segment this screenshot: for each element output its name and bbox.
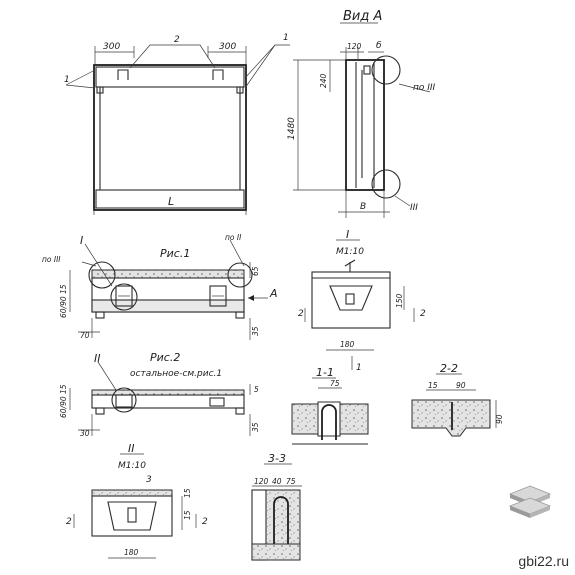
dim-240: 240 bbox=[319, 73, 328, 88]
dim-120b: 120 bbox=[254, 477, 269, 486]
front-view: 300 300 2 1 1 L bbox=[64, 33, 290, 215]
dim-5: 5 bbox=[254, 385, 259, 394]
dim-150: 150 bbox=[395, 293, 404, 308]
dim-60-90-15: 60/90 15 bbox=[59, 284, 68, 318]
section-3-3: 3-3 120 40 75 bbox=[251, 452, 302, 561]
dim-180b: 180 bbox=[124, 548, 139, 557]
dim-1480: 1480 bbox=[287, 117, 297, 140]
po-iii-left-label: по III bbox=[42, 255, 61, 264]
dim-15-ii: 15 bbox=[183, 510, 192, 520]
fig2-title: Рис.2 bbox=[150, 351, 180, 364]
iii-label: III bbox=[410, 203, 418, 213]
sec-22-title: 2-2 bbox=[440, 362, 458, 375]
dim-35: 35 bbox=[251, 326, 260, 336]
fig1-title: Рис.1 bbox=[160, 247, 190, 260]
dim-120: 120 bbox=[347, 42, 362, 51]
sec-i-1-bottom: 1 bbox=[356, 363, 362, 373]
callout-1-left: 1 bbox=[64, 75, 70, 85]
section-1-1: 1-1 75 bbox=[291, 366, 369, 445]
sec-11-title: 1-1 bbox=[316, 366, 334, 379]
sec-ii-2-right: 2 bbox=[202, 517, 208, 527]
dim-35b: 35 bbox=[251, 422, 260, 432]
section-i-ref: I bbox=[80, 234, 83, 247]
figure-2: Рис.2 остальное-см.рис.1 II 5 35 60/90 1… bbox=[59, 351, 260, 438]
dim-70: 70 bbox=[80, 331, 90, 340]
section-ii-ref: II bbox=[94, 352, 101, 365]
sec-ii-3: 3 bbox=[146, 475, 152, 485]
section-i-title: I bbox=[346, 228, 349, 241]
dim-65: 65 bbox=[251, 266, 260, 276]
side-view-a: Вид А 120 б 1480 240 по III III В bbox=[287, 9, 436, 218]
section-ii-title: II bbox=[128, 442, 135, 455]
brand-logo-icon bbox=[508, 484, 552, 528]
dim-300-left: 300 bbox=[103, 42, 120, 52]
sec-ii-2-left: 2 bbox=[66, 517, 72, 527]
dim-40: 40 bbox=[272, 477, 282, 486]
dim-90v: 90 bbox=[495, 414, 504, 424]
sec-i-2-left: 2 bbox=[298, 309, 304, 319]
site-watermark: gbi22.ru bbox=[518, 553, 569, 569]
view-a-title: Вид А bbox=[343, 9, 382, 24]
sec-i-2-right: 2 bbox=[420, 309, 426, 319]
dim-B: В bbox=[360, 202, 366, 212]
callout-2: 2 bbox=[174, 35, 180, 45]
po-ii-label: по II bbox=[225, 233, 242, 242]
sec-33-title: 3-3 bbox=[268, 452, 286, 465]
section-i-scale: М1:10 bbox=[336, 247, 364, 257]
fig2-note: остальное-см.рис.1 bbox=[130, 369, 222, 379]
dim-60-90-15b: 60/90 15 bbox=[59, 384, 68, 418]
dim-180: 180 bbox=[340, 340, 355, 349]
dim-75: 75 bbox=[330, 379, 340, 388]
dim-30: 30 bbox=[80, 429, 90, 438]
dim-15-ii-top: 15 bbox=[183, 488, 192, 498]
section-ii: II М1:10 3 15 15 2 2 180 bbox=[66, 442, 208, 559]
callout-1-right: 1 bbox=[283, 33, 289, 43]
section-i: I М1:10 2 2 150 180 1 bbox=[298, 228, 426, 373]
arrow-a-label: A bbox=[269, 287, 278, 300]
dim-15-2: 15 bbox=[428, 381, 438, 390]
po-iii-label: по III bbox=[413, 83, 436, 93]
dim-300-right: 300 bbox=[219, 42, 236, 52]
dim-90-2: 90 bbox=[456, 381, 466, 390]
dim-75b: 75 bbox=[286, 477, 296, 486]
section-ii-scale: М1:10 bbox=[118, 461, 146, 471]
dim-b: б bbox=[376, 41, 382, 51]
figure-1: Рис.1 по III I по II A 65 35 60/90 15 70 bbox=[42, 233, 278, 340]
dim-L: L bbox=[168, 195, 174, 208]
section-2-2: 2-2 15 90 90 bbox=[411, 362, 504, 437]
